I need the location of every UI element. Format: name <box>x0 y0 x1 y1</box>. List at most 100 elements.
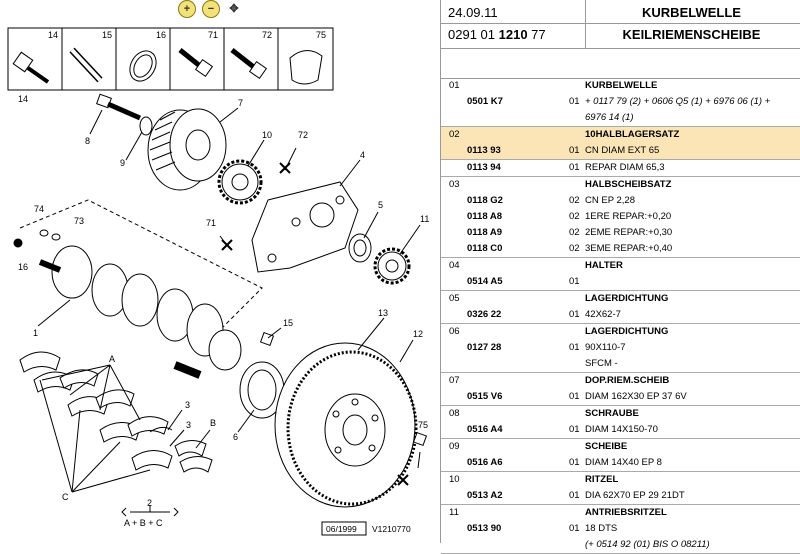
part-code[interactable]: 0118 A8 <box>467 211 503 222</box>
ref-suffix: 77 <box>531 27 546 42</box>
zoom-out-icon[interactable]: − <box>202 0 220 18</box>
move-icon[interactable]: ✥ <box>226 0 242 16</box>
part-row[interactable]: 6976 14 (1) <box>441 110 800 126</box>
part-row[interactable]: DOP.RIEM.SCHEIB <box>441 373 800 389</box>
part-code[interactable] <box>463 110 567 126</box>
part-code[interactable]: 0118 G2 <box>467 195 503 206</box>
part-qty <box>567 258 583 274</box>
part-code[interactable]: 0513 90 <box>467 523 502 534</box>
group-number: 10 <box>449 474 460 485</box>
part-row[interactable]: SCHRAUBE <box>441 406 800 422</box>
part-code[interactable]: 0326 22 <box>467 309 502 320</box>
part-description: + 0117 79 (2) + 0606 Q5 (1) + 6976 06 (1… <box>585 96 771 107</box>
part-code[interactable] <box>463 356 567 372</box>
callout: 1 <box>33 328 38 338</box>
part-row[interactable]: 0501 K7 01 + 0117 79 (2) + 0606 Q5 (1) + 6… <box>441 94 800 110</box>
thumb-label: 72 <box>262 30 272 40</box>
part-code[interactable]: 0118 A9 <box>467 227 503 238</box>
part-code[interactable]: 0516 A4 <box>467 424 503 435</box>
part-code[interactable]: 0118 C0 <box>467 243 503 254</box>
part-row[interactable]: HALBSCHEIBSATZ <box>441 177 800 193</box>
part-code[interactable] <box>463 373 567 389</box>
part-code[interactable]: 0516 A6 <box>467 457 503 468</box>
part-code[interactable] <box>463 505 567 521</box>
divider <box>441 23 800 24</box>
part-row[interactable]: HALTER <box>441 258 800 274</box>
part-title: RITZEL <box>585 474 619 485</box>
part-qty <box>567 127 583 143</box>
part-code[interactable] <box>463 406 567 422</box>
part-code[interactable] <box>463 78 567 94</box>
part-code[interactable] <box>463 258 567 274</box>
part-row[interactable]: SCHEIBE <box>441 439 800 455</box>
zoom-in-icon[interactable]: + <box>178 0 196 18</box>
spacer-cell <box>441 94 463 110</box>
part-code[interactable]: 0501 K7 <box>467 96 503 107</box>
part-row[interactable]: LAGERDICHTUNG <box>441 324 800 340</box>
part-code[interactable]: 0515 V6 <box>467 391 503 402</box>
part-row[interactable]: LAGERDICHTUNG <box>441 291 800 307</box>
part-code[interactable]: 0113 93 <box>467 145 501 156</box>
part-qty: 01 <box>569 96 580 107</box>
part-code[interactable]: 0127 28 <box>467 342 502 353</box>
thumbnail-strip <box>7 27 334 91</box>
part-qty: 01 <box>569 490 580 501</box>
part-code[interactable]: 0513 A2 <box>467 490 503 501</box>
part-code[interactable]: 0514 A5 <box>467 276 503 287</box>
thumb-label: 75 <box>316 30 326 40</box>
part-code[interactable] <box>463 537 567 553</box>
part-code[interactable]: 0113 94 <box>467 162 501 173</box>
callout: 11 <box>420 214 429 224</box>
part-row[interactable]: 10HALBLAGERSATZ <box>441 127 800 143</box>
part-row[interactable]: KURBELWELLE <box>441 78 800 94</box>
ref-prefix: 0291 01 <box>448 27 495 42</box>
part-qty <box>567 537 583 553</box>
part-row[interactable]: (+ 0514 92 (01) BIS O 08211) <box>441 537 800 553</box>
diagram-toolbar: + − ✥ <box>178 0 242 18</box>
part-code[interactable] <box>463 177 567 193</box>
seal-16-icon <box>129 50 157 82</box>
part-code[interactable] <box>463 127 567 143</box>
part-qty: 01 <box>569 391 580 402</box>
washer-9 <box>139 116 153 136</box>
part-code[interactable] <box>463 324 567 340</box>
part-code[interactable] <box>463 291 567 307</box>
sleeve-15 <box>259 331 275 347</box>
callout: 3 <box>185 400 190 410</box>
part-code[interactable] <box>463 472 567 488</box>
part-row[interactable]: ANTRIEBSRITZEL <box>441 505 800 521</box>
part-description: 3EME REPAR:+0,40 <box>585 243 673 254</box>
dowel-markers <box>221 162 409 486</box>
part-row[interactable]: RITZEL <box>441 472 800 488</box>
part-qty: 02 <box>569 195 580 206</box>
part-code[interactable] <box>463 439 567 455</box>
thumb-label: 14 <box>48 30 58 40</box>
part-row[interactable]: SFCM - <box>441 356 800 372</box>
